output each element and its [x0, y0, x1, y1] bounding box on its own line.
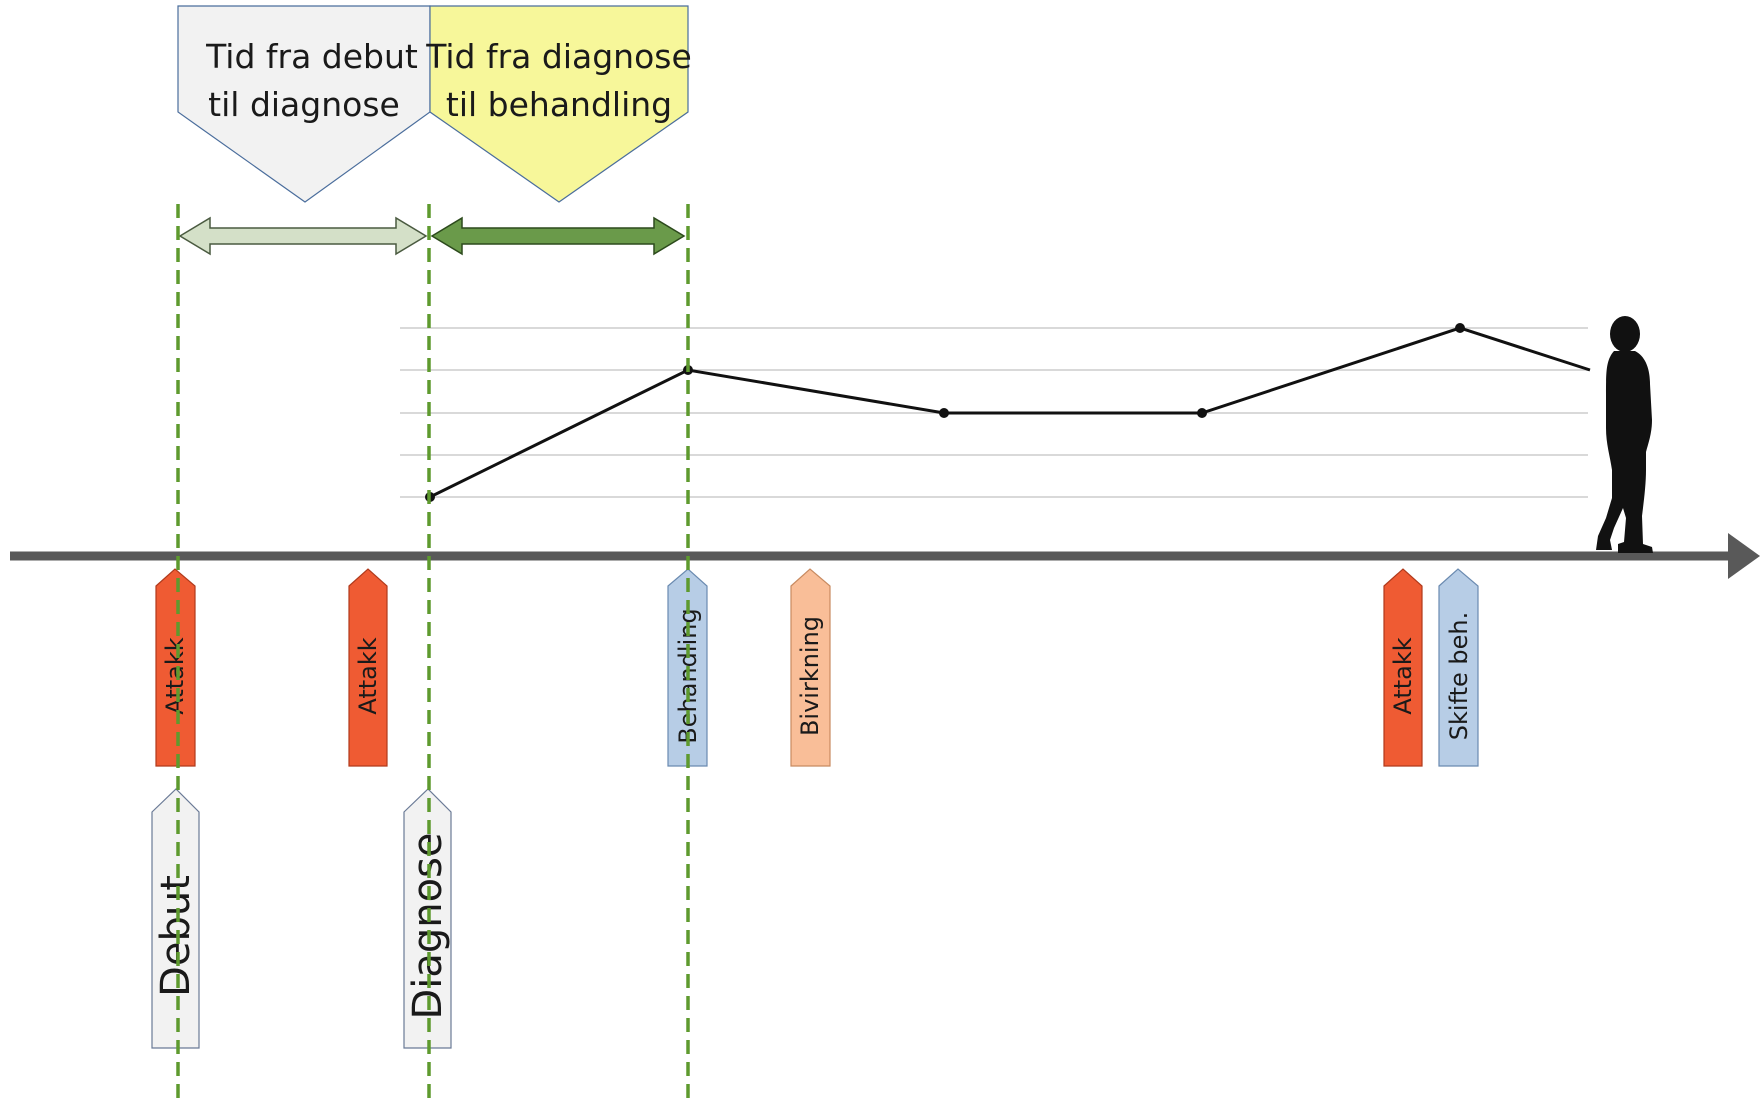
- event-marker-bivirkning: Bivirkning: [790, 568, 831, 767]
- course-point: [1197, 408, 1207, 418]
- interval-arrow-debut-diagnosis: [178, 216, 428, 256]
- header-box-debut-line2: til diagnose: [208, 85, 400, 124]
- header-box-treatment-line2: til behandling: [446, 85, 672, 124]
- milestone-marker-debut: Debut: [151, 788, 200, 1049]
- event-marker-shape: [1438, 568, 1479, 767]
- header-box-debut-to-diagnosis: Tid fra debut til diagnose: [177, 5, 431, 203]
- guide-lines: [176, 204, 690, 1103]
- event-marker-shape: [1383, 568, 1423, 767]
- event-marker-shape: [155, 568, 196, 767]
- walking-person-silhouette-icon: [1596, 316, 1653, 553]
- header-box-debut-line1: Tid fra debut: [205, 37, 418, 76]
- event-marker-label: Bivirkning: [796, 616, 824, 736]
- event-marker-attakk-3: Attakk: [1383, 568, 1423, 767]
- event-marker-label: Attakk: [354, 637, 382, 714]
- milestone-marker-diagnose: Diagnose: [403, 788, 452, 1049]
- event-marker-label: Attakk: [1389, 637, 1417, 714]
- plot-gridlines: [400, 327, 1588, 498]
- event-marker-label: Skifte beh.: [1445, 612, 1473, 740]
- milestone-marker-shape: [151, 788, 200, 1049]
- course-point: [939, 408, 949, 418]
- event-marker-skifte-beh: Skifte beh.: [1438, 568, 1479, 767]
- header-box-treatment-shape: [429, 5, 689, 203]
- header-box-treatment-line1: Tid fra diagnose: [425, 37, 692, 76]
- timeline-arrowhead: [1728, 533, 1760, 579]
- event-marker-label: Attakk: [161, 637, 189, 714]
- event-marker-shape: [790, 568, 831, 767]
- course-line: [429, 326, 1591, 499]
- event-marker-attakk-1: Attakk: [155, 568, 196, 767]
- event-marker-attakk-2: Attakk: [348, 568, 388, 767]
- course-point: [1455, 323, 1465, 333]
- interval-arrow-diagnosis-treatment: [430, 216, 686, 256]
- header-box-diagnosis-to-treatment: Tid fra diagnose til behandling: [425, 5, 692, 203]
- milestone-marker-label: Debut: [153, 875, 199, 997]
- milestone-marker-label: Diagnose: [405, 832, 451, 1019]
- header-box-debut-shape: [177, 5, 431, 203]
- event-marker-shape: [348, 568, 388, 767]
